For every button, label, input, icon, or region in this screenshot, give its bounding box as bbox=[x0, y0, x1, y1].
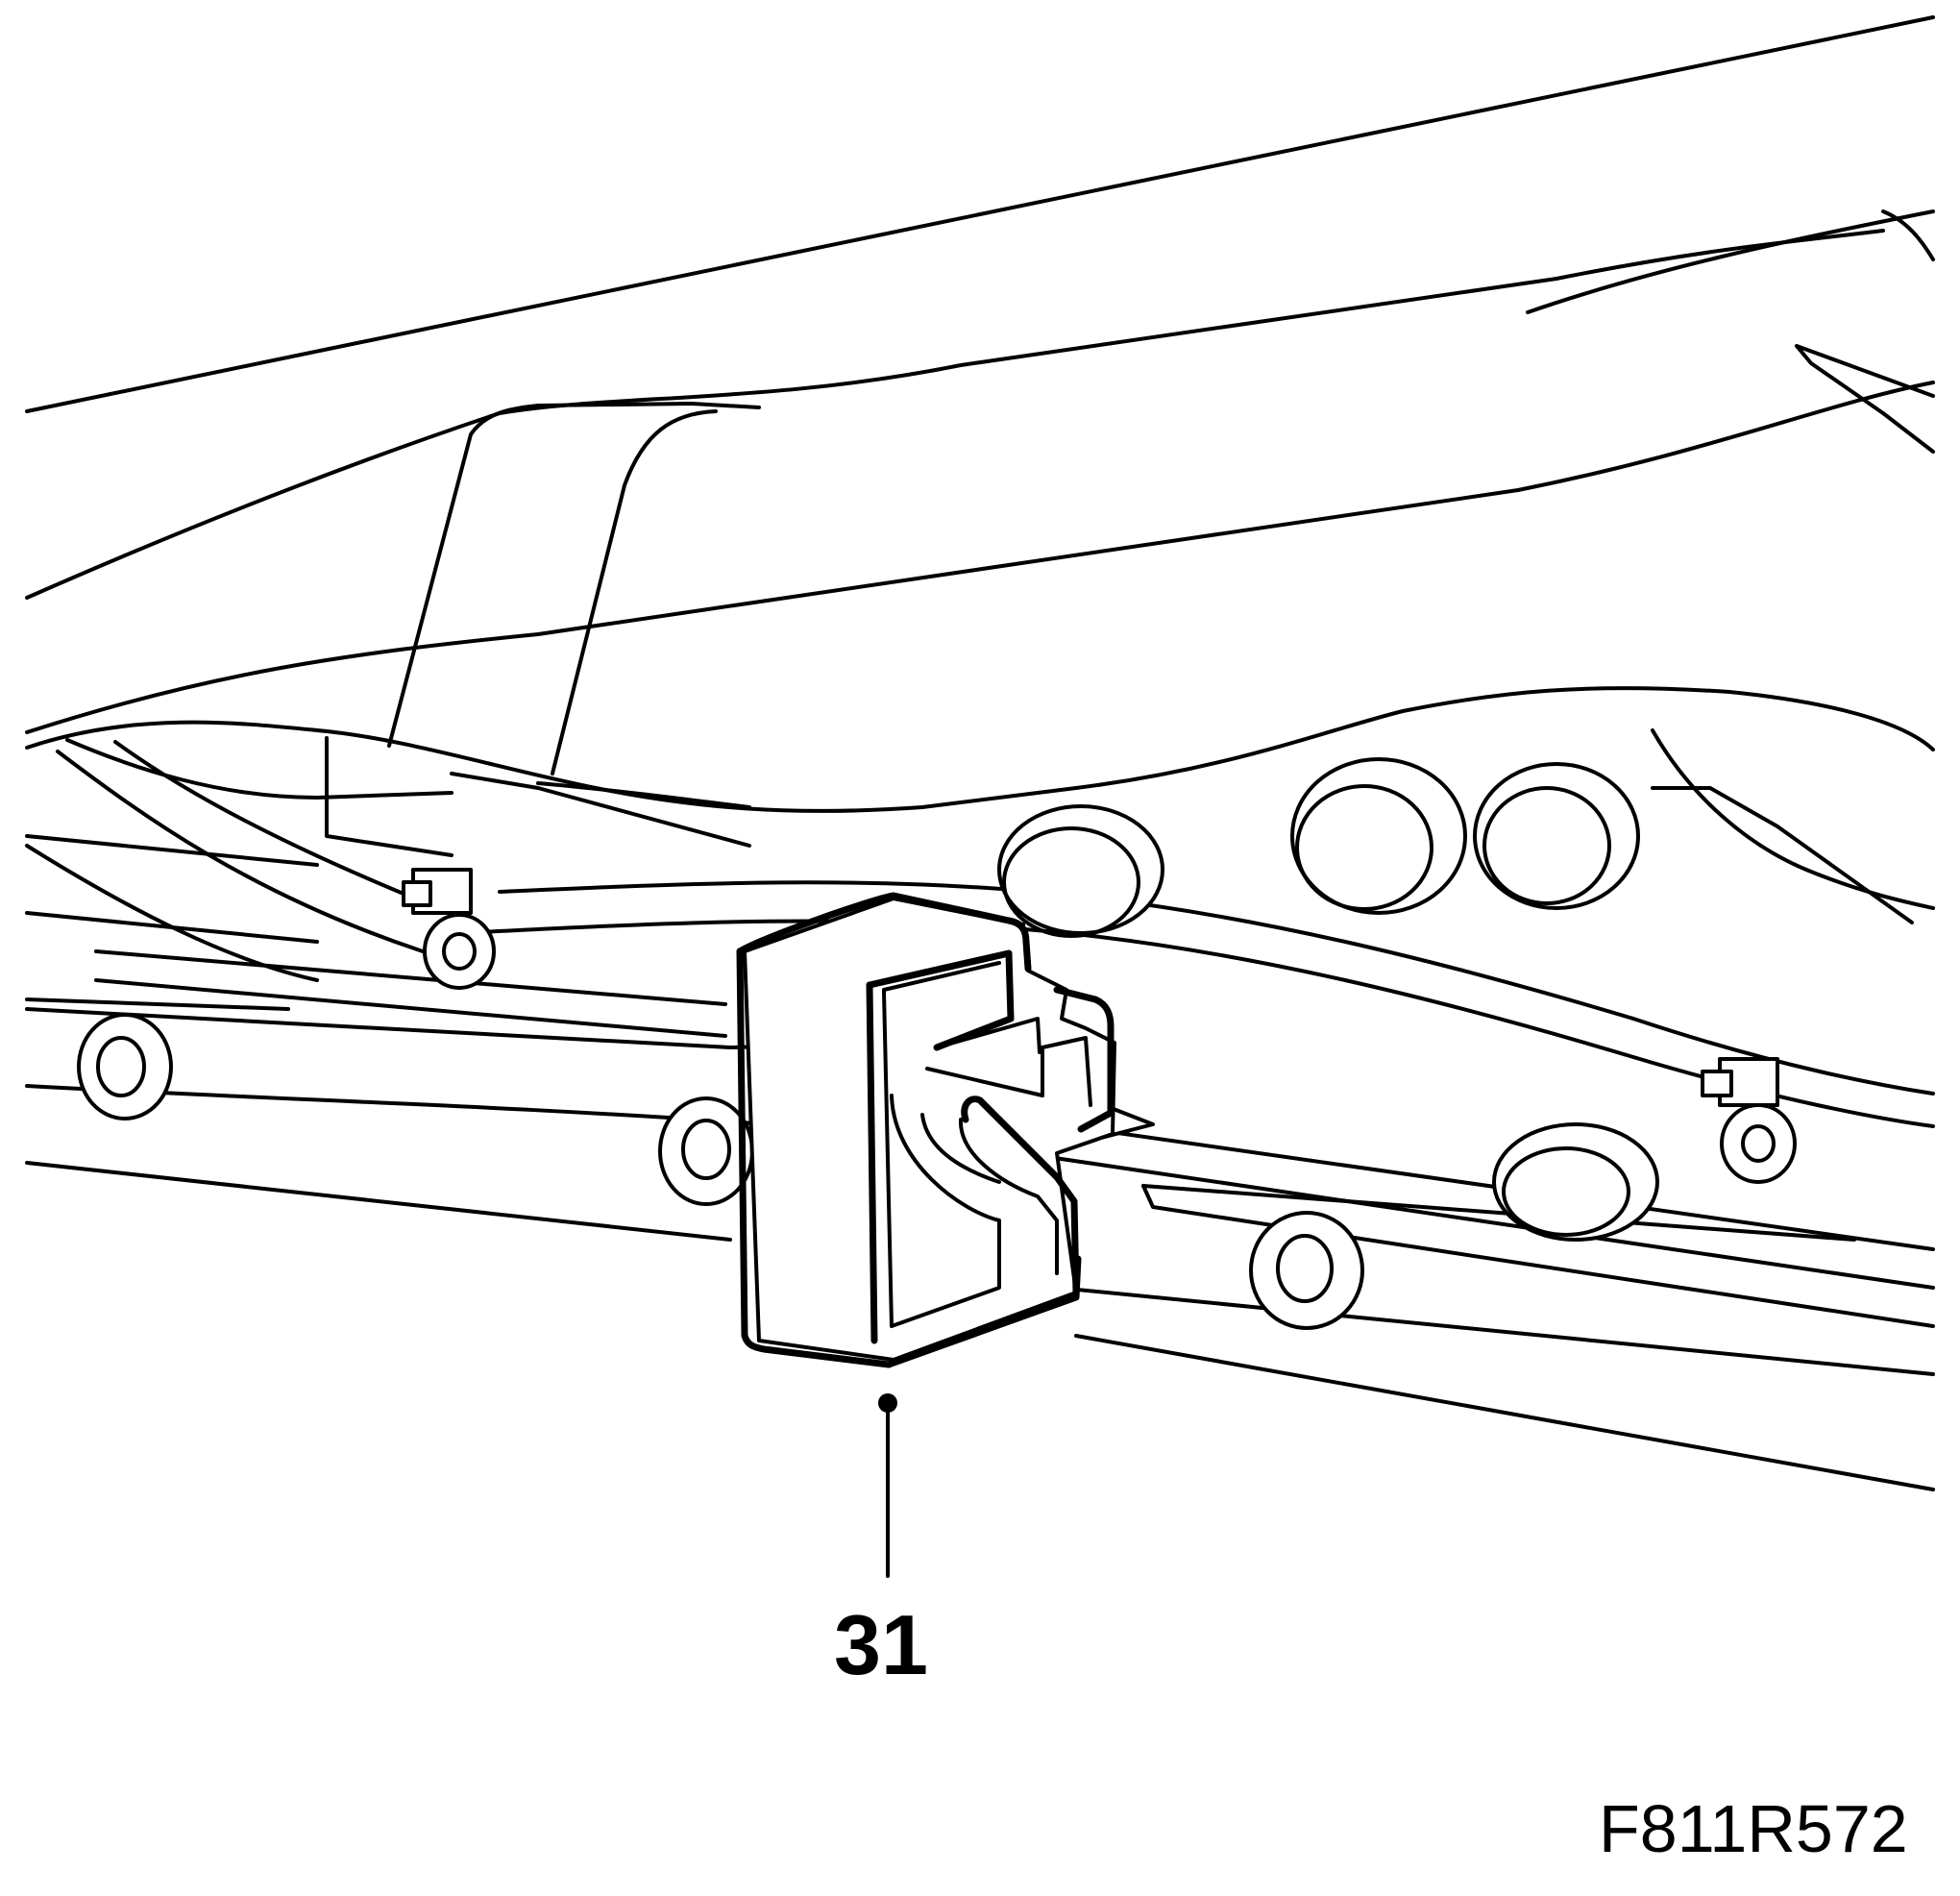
clip-part bbox=[736, 892, 1155, 1368]
hose-lines bbox=[56, 736, 1935, 1328]
engine-block bbox=[25, 686, 1935, 1491]
support-bracket bbox=[387, 402, 761, 776]
mounting-eyelets bbox=[77, 1013, 1364, 1330]
callout-leader-31 bbox=[878, 1393, 897, 1578]
figure-code: F811R572 bbox=[1599, 1791, 1908, 1866]
upper-panel bbox=[25, 15, 1935, 734]
round-ports bbox=[997, 757, 1914, 1242]
cable-tie-right bbox=[1701, 1057, 1797, 1184]
callout-number-31: 31 bbox=[834, 1597, 928, 1692]
cable-tie-left bbox=[402, 868, 496, 990]
